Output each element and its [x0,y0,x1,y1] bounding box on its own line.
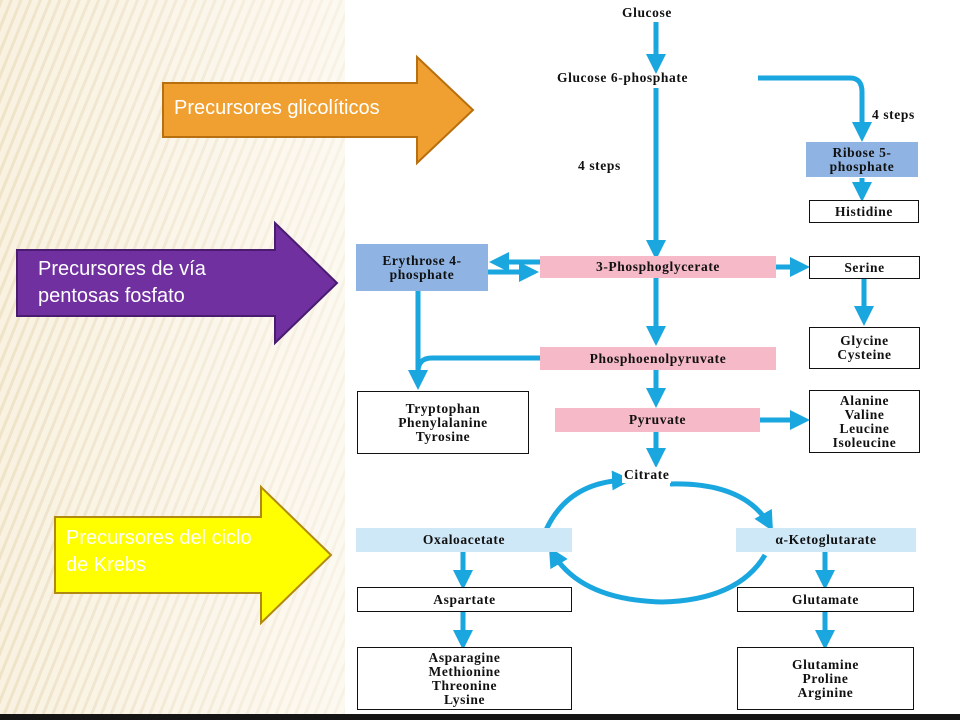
glucose-label: Glucose [622,5,672,20]
pyruvate-amino-acids-node: Alanine Valine Leucine Isoleucine [809,390,920,453]
callout-arrow-shape [162,54,475,166]
bottom-border-bar [0,714,960,720]
erythrose-4-phosphate-node: Erythrose 4- phosphate [356,244,488,291]
node-text: Methionine [428,663,501,679]
arrow-g6p-to-ribose [758,75,872,142]
node-text: Tryptophan [405,400,481,416]
oxaloacetate-node: Oxaloacetate [356,528,572,552]
krebs-cycle-precursors-callout: Precursores del ciclo de Krebs [52,484,334,626]
arrow-ketoglutarate-to-oxaloacetate [548,546,768,605]
node-text: Pyruvate [628,412,687,427]
glycolytic-precursors-label: Precursores glicolíticos [174,97,380,119]
aromatic-amino-acids-node: Tryptophan Phenylalanine Tyrosine [357,391,529,454]
node-text: Glycine [840,333,889,348]
aspartate-family-products-node: Asparagine Methionine Threonine Lysine [357,647,572,710]
node-text: Lysine [443,691,486,707]
citrate-label: Citrate [622,467,672,483]
glucose-6-phosphate-label: Glucose 6-phosphate [557,70,689,85]
node-text: Serine [844,259,885,275]
pyruvate-node: Pyruvate [555,408,760,432]
node-text: Glutamine [792,656,859,672]
node-text: phosphate [389,266,455,282]
arrow-oxaloacetate-to-citrate [543,470,632,532]
node-text: Tyrosine [415,428,471,444]
phosphoenolpyruvate-node: Phosphoenolpyruvate [540,347,776,370]
3-phosphoglycerate-node: 3-Phosphoglycerate [540,256,776,278]
node-text: Oxaloacetate [422,532,506,547]
pentose-phosphate-label-line1: Precursores de vía [38,258,206,280]
node-text: α-Ketoglutarate [775,532,877,547]
node-text: Cysteine [837,347,892,362]
pentose-phosphate-label-line2: pentosas fosfato [38,285,185,307]
node-text: Threonine [431,677,498,693]
node-text: Arginine [797,684,854,700]
node-text: Ribose 5- [832,144,892,160]
callout-arrow-shape [54,484,333,626]
node-text: 3-Phosphoglycerate [595,259,721,274]
node-text: Phenylalanine [398,414,488,430]
ribose-5-phosphate-node: Ribose 5- phosphate [806,142,918,177]
aspartate-node: Aspartate [357,587,572,612]
node-text: Aspartate [433,591,496,607]
four-steps-center-label: 4 steps [578,158,621,173]
node-text: Valine [844,406,885,422]
serine-node: Serine [809,256,920,279]
node-text: Isoleucine [832,434,897,450]
glutamate-node: Glutamate [737,587,914,612]
krebs-cycle-label-line1: Precursores del ciclo [66,527,252,549]
node-text: Histidine [835,203,893,219]
node-text: Proline [802,670,849,686]
glycine-cysteine-node: Glycine Cysteine [809,327,920,369]
pentose-phosphate-precursors-callout: Precursores de vía pentosas fosfato [14,220,340,346]
glutamate-family-products-node: Glutamine Proline Arginine [737,647,914,710]
alpha-ketoglutarate-node: α-Ketoglutarate [736,528,916,552]
callout-arrow-shape [16,220,339,346]
krebs-cycle-label-line2: de Krebs [66,554,147,576]
histidine-node: Histidine [809,200,919,223]
arrow-pep-to-aromatic [415,355,540,373]
four-steps-right-label: 4 steps [872,107,915,122]
arrow-citrate-to-ketoglutarate [669,481,773,532]
glycolytic-precursors-callout: Precursores glicolíticos [160,54,476,166]
node-text: Leucine [839,420,890,436]
node-text: Phosphoenolpyruvate [589,350,727,366]
node-text: phosphate [829,158,895,174]
node-text: Glutamate [792,591,859,607]
node-text: Erythrose 4- [382,252,462,268]
node-text: Alanine [839,392,890,408]
node-text: Asparagine [428,649,501,665]
